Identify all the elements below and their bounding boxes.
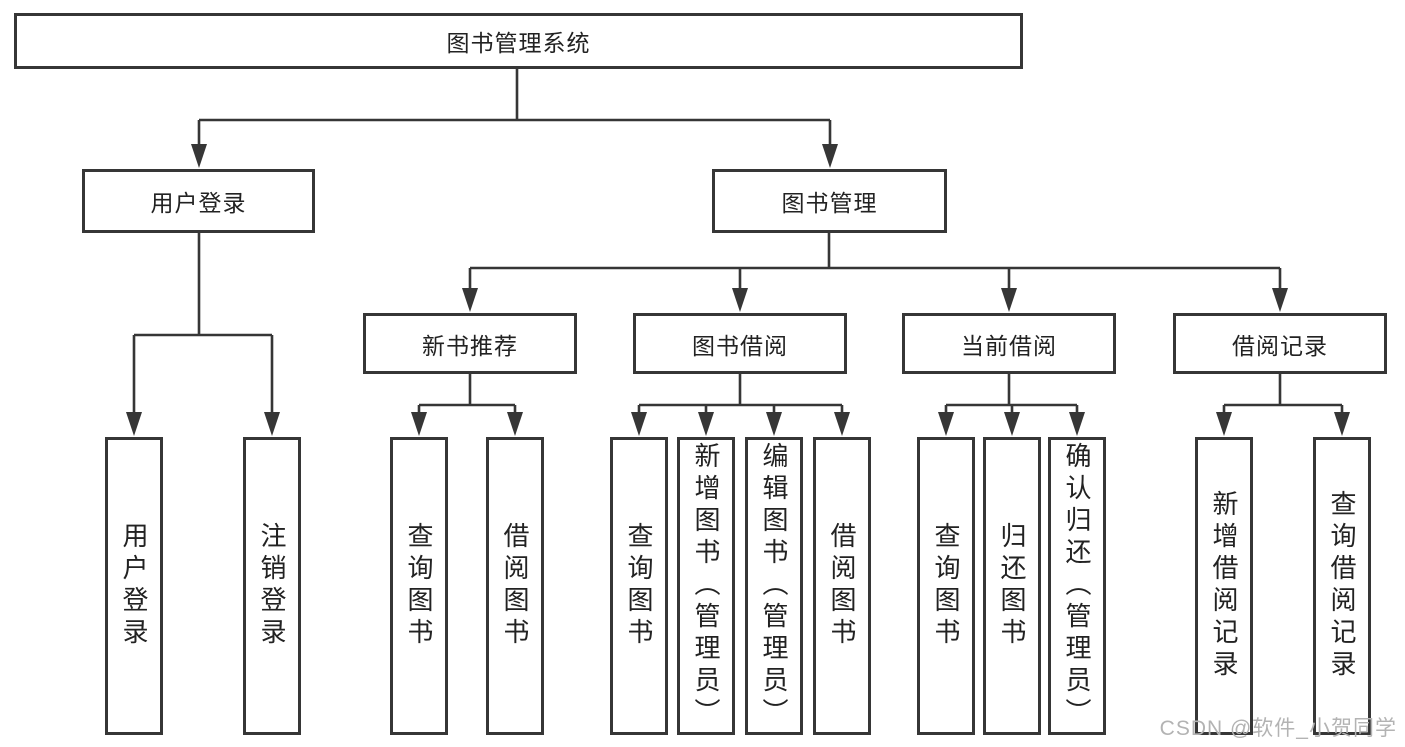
leaf-record-add-borrow-record: 新增借阅记录 bbox=[1195, 437, 1253, 735]
leaf-recommend-borrow-book: 借阅图书 bbox=[486, 437, 544, 735]
node-book-management: 图书管理 bbox=[712, 169, 947, 233]
node-library-management-system: 图书管理系统 bbox=[14, 13, 1023, 69]
leaf-borrow-add-book-admin: 新增图书（管理员） bbox=[677, 437, 735, 735]
connector-new-book-recommend-to-leaves bbox=[411, 374, 523, 436]
leaf-user-login: 用户登录 bbox=[105, 437, 163, 735]
watermark-text: CSDN @软件_小贺同学 bbox=[1159, 717, 1397, 740]
leaf-logout: 注销登录 bbox=[243, 437, 301, 735]
leaf-borrow-edit-book-admin: 编辑图书（管理员） bbox=[745, 437, 803, 735]
connector-root-to-level2 bbox=[191, 68, 838, 168]
node-borrow-record: 借阅记录 bbox=[1173, 313, 1387, 374]
leaf-recommend-query-book: 查询图书 bbox=[390, 437, 448, 735]
leaf-current-return-book: 归还图书 bbox=[983, 437, 1041, 735]
connector-borrow-record-to-leaves bbox=[1216, 374, 1350, 436]
leaf-borrow-query-book: 查询图书 bbox=[610, 437, 668, 735]
node-current-borrow: 当前借阅 bbox=[902, 313, 1116, 374]
connector-current-borrow-to-leaves bbox=[938, 374, 1085, 436]
connector-user-login-to-leaves bbox=[126, 232, 280, 436]
leaf-record-query-borrow-record: 查询借阅记录 bbox=[1313, 437, 1371, 735]
leaf-current-query-book: 查询图书 bbox=[917, 437, 975, 735]
node-new-book-recommend: 新书推荐 bbox=[363, 313, 577, 374]
leaf-current-confirm-return-admin: 确认归还（管理员） bbox=[1048, 437, 1106, 735]
connector-book-borrow-to-leaves bbox=[631, 374, 850, 436]
connector-book-mgmt-to-level3 bbox=[462, 232, 1288, 312]
leaf-borrow-borrow-book: 借阅图书 bbox=[813, 437, 871, 735]
node-user-login: 用户登录 bbox=[82, 169, 315, 233]
node-book-borrow: 图书借阅 bbox=[633, 313, 847, 374]
